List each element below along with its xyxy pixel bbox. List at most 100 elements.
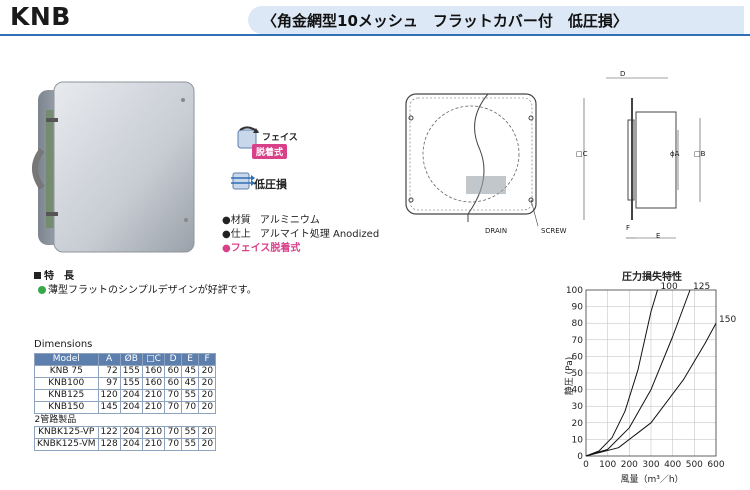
series-label-100: 100 — [661, 282, 678, 292]
face-label: フェイス — [262, 133, 298, 143]
cell-model: KNB125 — [34, 389, 99, 402]
col-header: F — [198, 353, 217, 366]
dim-e-label: E — [656, 232, 661, 240]
y-tick-label: 20 — [572, 419, 584, 429]
cell-value: 155 — [119, 377, 143, 390]
y-tick-label: 30 — [572, 402, 584, 412]
cell-model: KNBK125-VP — [34, 426, 99, 439]
face-badge: 脱着式 — [252, 144, 288, 159]
dim-f-label: F — [626, 224, 631, 232]
cell-value: 210 — [141, 438, 166, 451]
cell-value: 204 — [119, 389, 143, 402]
cell-value: 210 — [141, 426, 166, 439]
chart-title: 圧力損失特性 — [622, 270, 682, 283]
col-header: D — [164, 353, 183, 366]
spec-material: ●材質 アルミニウム — [222, 211, 320, 226]
features-heading: 特 長 — [34, 267, 74, 282]
cell-model: KNB150 — [34, 401, 99, 414]
drain-label: DRAIN — [485, 227, 508, 235]
low-pressure-loss-icon — [231, 172, 255, 190]
y-axis-label: 静圧 (Pa) — [563, 357, 575, 395]
cell-model: KNB100 — [34, 377, 99, 390]
col-header: □C — [141, 353, 166, 366]
cell-value: 70 — [164, 389, 183, 402]
cell-model: KNBK125-VM — [34, 438, 99, 451]
col-header: E — [181, 353, 200, 366]
cell-value: 45 — [181, 365, 200, 378]
series-line-125 — [585, 289, 691, 457]
green-dot-icon — [38, 285, 46, 294]
series-label-150: 150 — [719, 315, 736, 325]
col-header: Model — [34, 353, 99, 366]
series-line-150 — [585, 322, 717, 457]
cell-value: 204 — [119, 426, 143, 439]
cell-value: 160 — [141, 365, 166, 378]
y-tick-label: 60 — [572, 352, 584, 362]
cell-value: 210 — [141, 401, 166, 414]
cell-value: 55 — [181, 426, 200, 439]
dimensions-title: Dimensions — [34, 339, 93, 350]
banner-text: 〈角金網型10メッシュ フラットカバー付 低圧損〉 — [262, 12, 628, 30]
spec-face-detachable: ●フェイス脱着式 — [222, 239, 300, 254]
x-tick-label: 200 — [621, 460, 638, 470]
x-tick-label: 300 — [642, 460, 659, 470]
y-tick-label: 100 — [566, 286, 583, 296]
cell-value: 128 — [97, 438, 121, 451]
cell-value: 60 — [164, 365, 183, 378]
cell-value: 204 — [119, 438, 143, 451]
cell-value: 20 — [198, 401, 217, 414]
cell-value: 70 — [181, 401, 200, 414]
x-tick-label: 100 — [599, 460, 616, 470]
spec-material-value: アルミニウム — [259, 215, 320, 226]
y-tick-label: 90 — [572, 303, 584, 313]
series-label-125: 125 — [693, 282, 710, 292]
dim-c-label: □C — [576, 150, 588, 158]
spec-finish-value: アルマイト処理 Anodized — [259, 229, 380, 240]
low-pressure-loss-label: 低圧損 — [254, 178, 287, 191]
spec-finish: ●仕上 アルマイト処理 Anodized — [222, 225, 379, 240]
cell-value: 20 — [198, 438, 217, 451]
table-header-row: Model A ØB □C D E F — [34, 353, 217, 366]
cell-value: 70 — [164, 438, 183, 451]
y-tick-label: 10 — [572, 435, 584, 445]
cell-value: 155 — [119, 365, 143, 378]
y-tick-label: 40 — [572, 386, 584, 396]
feature-item: 薄型フラットのシンプルデザインが好評です。 — [38, 281, 257, 296]
cell-value: 55 — [181, 389, 200, 402]
cell-value: 60 — [164, 377, 183, 390]
cell-value: 120 — [97, 389, 121, 402]
y-tick-label: 70 — [572, 336, 584, 346]
cell-value: 55 — [181, 438, 200, 451]
cell-value: 145 — [97, 401, 121, 414]
cell-value: 20 — [198, 365, 217, 378]
dim-d-label: D — [620, 70, 626, 78]
cell-value: 210 — [141, 389, 166, 402]
x-tick-label: 400 — [664, 460, 681, 470]
y-tick-label: 80 — [572, 319, 584, 329]
features-heading-text: 特 長 — [44, 271, 74, 282]
cell-model: KNB 75 — [34, 365, 99, 378]
cell-value: 70 — [164, 426, 183, 439]
feature-item-text: 薄型フラットのシンプルデザインが好評です。 — [48, 285, 257, 296]
cell-value: 72 — [97, 365, 121, 378]
product-photo — [32, 81, 195, 253]
table-subheading: 2管路製品 — [34, 414, 77, 425]
front-view-drawing — [405, 93, 539, 227]
cell-value: 20 — [198, 377, 217, 390]
x-tick-label: 500 — [686, 460, 703, 470]
cell-value: 97 — [97, 377, 121, 390]
cell-value: 70 — [164, 401, 183, 414]
cell-value: 204 — [119, 401, 143, 414]
cell-value: 160 — [141, 377, 166, 390]
face-detachable-icon — [237, 126, 259, 149]
spec-finish-label: ●仕上 — [222, 229, 251, 240]
title-banner — [248, 6, 744, 34]
cell-value: 20 — [198, 389, 217, 402]
col-header: ØB — [119, 353, 143, 366]
cell-value: 20 — [198, 426, 217, 439]
